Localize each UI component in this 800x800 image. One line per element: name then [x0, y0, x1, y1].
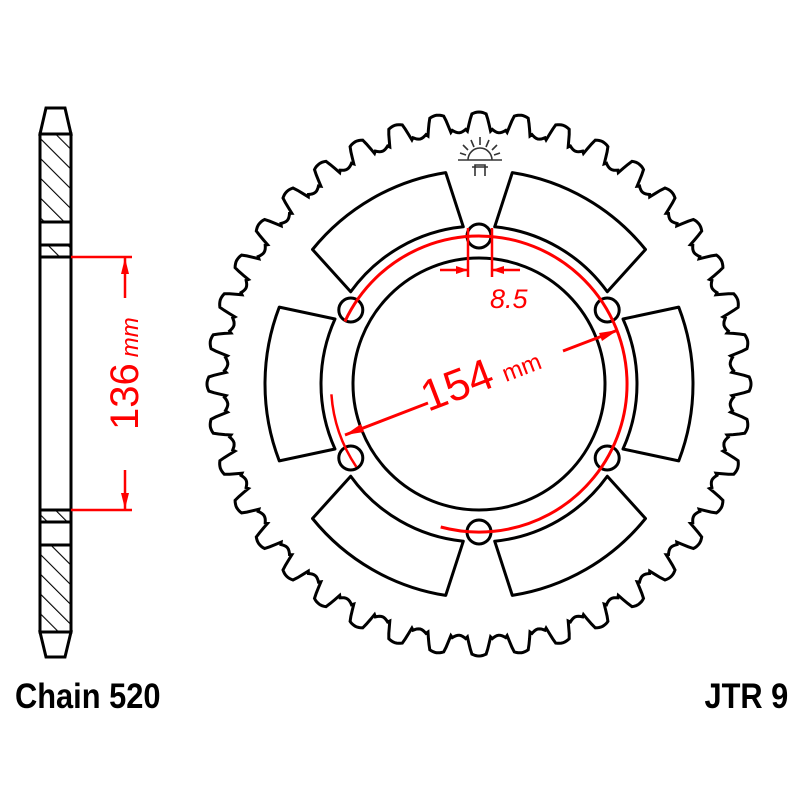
center-bore	[351, 256, 607, 512]
pcd-dimension-label: 154mm	[414, 331, 547, 421]
plain-section-top	[38, 220, 73, 247]
bore-dimension-label: 136mm	[103, 317, 147, 430]
front-view-dimensions: 154mm 8.5	[330, 228, 629, 534]
rising-sun-logo-icon	[458, 137, 502, 176]
bolt-hole	[337, 296, 365, 324]
lightening-cutout	[311, 474, 465, 597]
tooth-tip-bottom	[38, 630, 73, 659]
arrow-right-icon	[599, 330, 618, 341]
tooth-tip-top	[38, 106, 73, 136]
sprocket-front-view	[205, 110, 753, 658]
arrow-down-icon	[121, 493, 129, 509]
hatched-hub-bottom	[38, 508, 73, 524]
chain-size-label: Chain 520	[15, 677, 161, 716]
plain-section-bottom	[38, 520, 73, 547]
bore-dimension	[71, 255, 132, 512]
bolt-hole	[593, 296, 621, 324]
arrow-right-icon	[456, 266, 468, 274]
lightening-cutout	[493, 474, 647, 597]
hatched-hub-top	[38, 243, 73, 259]
bolt-hole-dimension-label: 8.5	[490, 284, 529, 314]
lightening-cutout	[263, 305, 337, 463]
pcd-arc	[343, 234, 629, 534]
bolt-hole	[337, 444, 365, 472]
lightening-cutout	[621, 305, 695, 463]
sprocket-teeth-outline	[205, 110, 753, 658]
hatched-section-top	[38, 132, 73, 224]
side-profile-view	[38, 106, 73, 659]
part-number-label: JTR 9	[704, 677, 788, 716]
arrow-left-icon	[492, 266, 504, 274]
lightening-cutout	[311, 171, 465, 294]
bolt-hole	[593, 444, 621, 472]
arrow-left-icon	[345, 424, 364, 435]
bore-section	[38, 255, 73, 512]
lightening-cutout	[493, 171, 647, 294]
arrow-up-icon	[121, 258, 129, 274]
hatched-section-bottom	[38, 543, 73, 634]
pcd-arc-left	[330, 394, 358, 468]
